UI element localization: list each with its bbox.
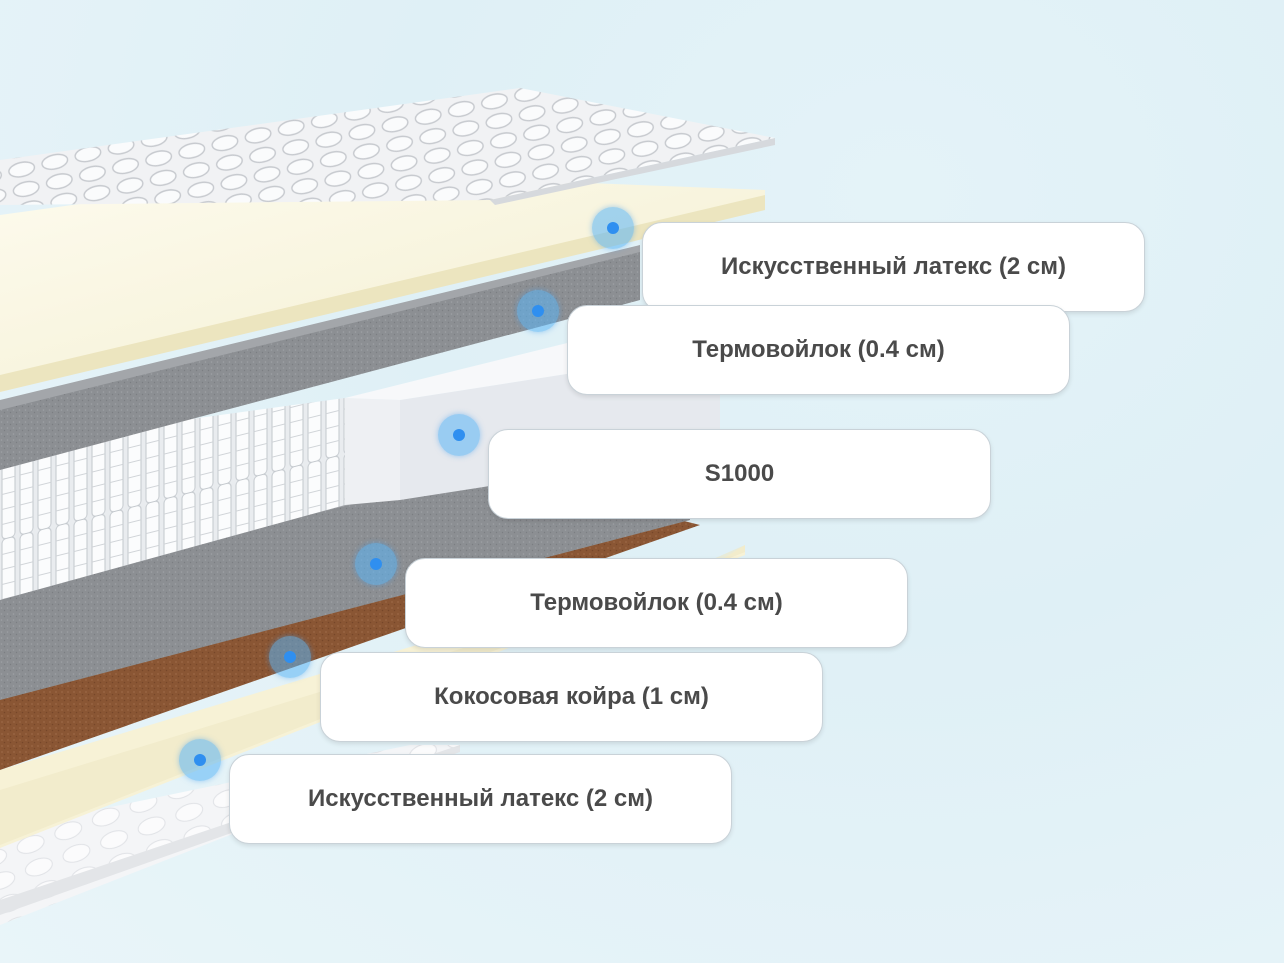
marker-upper-felt[interactable] — [517, 290, 559, 332]
marker-dot — [607, 222, 619, 234]
top-latex-layer — [0, 172, 765, 392]
marker-dot — [453, 429, 465, 441]
upper-felt-layer — [0, 245, 640, 470]
label-lower-felt: Термовойлок (0.4 см) — [405, 558, 908, 648]
marker-dot — [284, 651, 296, 663]
marker-dot — [194, 754, 206, 766]
label-upper-felt: Термовойлок (0.4 см) — [567, 305, 1070, 395]
top-cover-layer — [0, 88, 775, 205]
marker-lower-felt[interactable] — [355, 543, 397, 585]
marker-dot — [370, 558, 382, 570]
label-bottom-latex: Искусственный латекс (2 см) — [229, 754, 732, 844]
label-coconut: Кокосовая койра (1 см) — [320, 652, 823, 742]
marker-coconut[interactable] — [269, 636, 311, 678]
marker-dot — [532, 305, 544, 317]
marker-top-latex[interactable] — [592, 207, 634, 249]
marker-springs[interactable] — [438, 414, 480, 456]
label-springs: S1000 — [488, 429, 991, 519]
label-top-latex: Искусственный латекс (2 см) — [642, 222, 1145, 312]
marker-bottom-latex[interactable] — [179, 739, 221, 781]
